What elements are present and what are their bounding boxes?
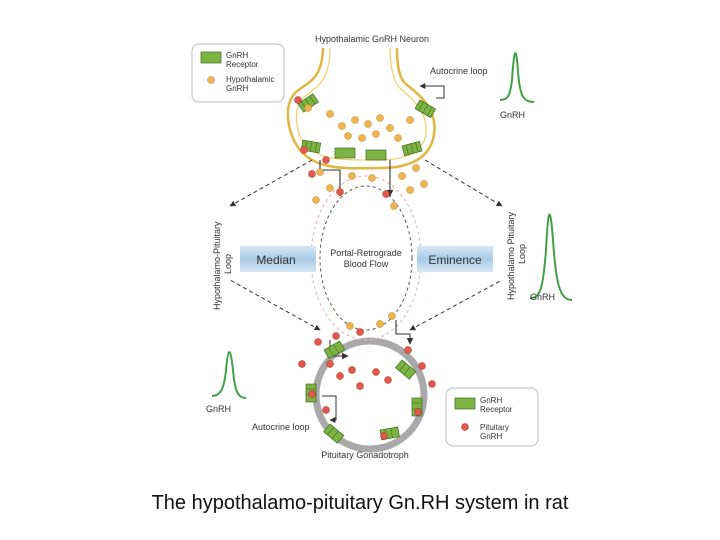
legend-bottom-ligand-1: Pituitary: [480, 423, 509, 432]
arrow-lower-left: [229, 279, 321, 331]
flow-arrow-left: [319, 160, 344, 197]
hypothalamic-gnrh-particles: [304, 104, 428, 330]
pulse-label-right: GnRH: [530, 292, 555, 302]
median-label: Median: [256, 253, 295, 267]
left-loop-label-line1: Hypothalamo-Pituitary: [212, 221, 222, 310]
legend-top: GnRH Receptor Hypothalamic GnRH: [191, 43, 285, 103]
legend-bottom: GnRH Receptor Pituitary GnRH: [445, 387, 539, 447]
legend-pituitary-swatch: [461, 423, 469, 431]
legend-receptor-swatch: [200, 51, 222, 64]
median-band: [240, 246, 316, 272]
autocrine-loop-top-arrow: [419, 83, 445, 99]
portal-vessel-outer: [310, 175, 422, 341]
gnrh-pulse-left: [211, 351, 247, 399]
pituitary-gnrh-particles: [294, 96, 436, 440]
autocrine-top-label: Autocrine loop: [430, 66, 488, 76]
legend-receptor-swatch-bottom: [454, 397, 476, 410]
neuron-membrane: [286, 47, 436, 170]
legend-top-receptor-1: GnRH: [226, 51, 248, 60]
legend-bottom-receptor-2: Receptor: [480, 405, 513, 414]
arrow-upper-right: [424, 159, 503, 207]
flow-arrow-bottom: [395, 320, 414, 345]
legend-hypothalamic-swatch: [207, 76, 215, 84]
portal-label-line2: Blood Flow: [344, 259, 389, 269]
arrow-lower-right: [409, 279, 503, 331]
portal-vessel-inner: [319, 185, 413, 331]
autocrine-bottom-label: Autocrine loop: [252, 422, 310, 432]
portal-label-line1: Portal-Retrograde: [330, 248, 402, 258]
gnrh-pulse-right: [529, 213, 573, 301]
slide-caption: The hypothalamo-pituitary Gn.RH system i…: [151, 492, 569, 514]
neuron-title: Hypothalamic GnRH Neuron: [315, 34, 429, 44]
receptor-group-gonadotroph: [305, 340, 423, 444]
right-loop-label-line2: Loop: [517, 244, 527, 264]
legend-top-ligand-2: GnRH: [226, 84, 248, 93]
legend-top-receptor-2: Receptor: [226, 60, 259, 69]
right-loop-label-line1: Hypothalamo Pituitary: [506, 211, 516, 300]
autocrine-loop-bottom-arrow: [322, 395, 337, 423]
left-loop-label-line2: Loop: [223, 254, 233, 274]
eminence-label: Eminence: [428, 253, 482, 267]
eminence-band: [417, 246, 493, 272]
arrow-upper-left: [229, 159, 313, 207]
pulse-label-top: GnRH: [500, 110, 525, 120]
legend-top-ligand-1: Hypothalamic: [226, 75, 274, 84]
gnrh-pulse-top: [499, 52, 535, 103]
gonadotroph-title: Pituitary Gonadotroph: [321, 450, 409, 460]
legend-bottom-ligand-2: GnRH: [480, 432, 502, 441]
pulse-label-left: GnRH: [206, 404, 231, 414]
legend-bottom-receptor-1: GnRH: [480, 396, 502, 405]
receptor-group-neuron: [297, 93, 437, 161]
